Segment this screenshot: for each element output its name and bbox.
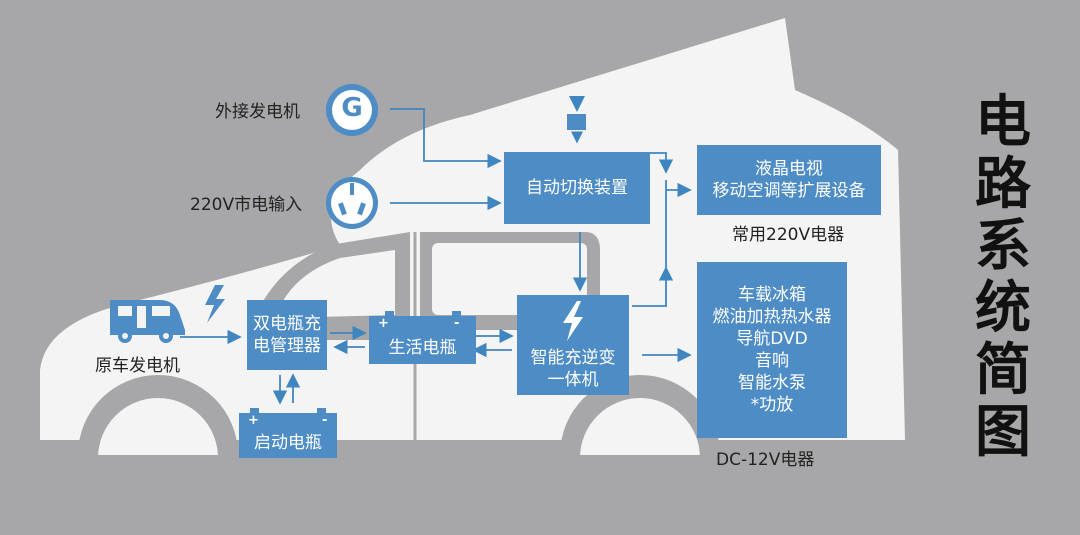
mains-input-label: 220V市电输入 (190, 195, 303, 215)
generator-label: 外接发电机 (215, 102, 300, 122)
power-socket-icon (326, 177, 378, 229)
start-battery-box: 启动电瓶 (239, 413, 337, 458)
minus-terminal: - (322, 413, 328, 428)
lightning-icon (563, 301, 583, 341)
input-module-icon (567, 96, 586, 144)
title-char: 系 (975, 214, 1031, 279)
ac-caption: 常用220V电器 (732, 225, 845, 245)
dc-loads-box: 车载冰箱 燃油加热热水器 导航DVD 音响 智能水泵 *功放 (697, 262, 847, 438)
title-char: 电 (975, 90, 1031, 155)
generator-icon (326, 84, 378, 136)
inverter-charger-box: 智能充逆变 一体机 (517, 295, 629, 395)
dc-load-item: 音响 (755, 351, 789, 371)
auto-switch-box: 自动切换装置 (504, 152, 650, 224)
inverter-label-line: 智能充逆变 (530, 348, 616, 368)
inverter-label-line: 一体机 (547, 370, 599, 390)
generator-icon-letter: G (341, 93, 363, 123)
manager-label-line: 电管理器 (253, 336, 321, 356)
plus-terminal: + (248, 413, 259, 428)
ac-load-item: 移动空调等扩展设备 (712, 181, 866, 201)
plus-terminal: + (378, 316, 389, 331)
minus-terminal: - (454, 316, 460, 331)
title-char: 图 (975, 400, 1031, 465)
vehicle-alternator-label: 原车发电机 (95, 356, 180, 376)
dc-load-item: 智能水泵 (738, 373, 806, 393)
lightning-icon (205, 285, 225, 323)
flow-arrows (180, 108, 692, 405)
house-battery-box: 生活电瓶 (369, 316, 476, 364)
ac-load-item: 液晶电视 (755, 159, 823, 179)
auto-switch-label: 自动切换装置 (526, 178, 628, 198)
house-battery-label: 生活电瓶 (388, 338, 457, 358)
dc-caption: DC-12V电器 (716, 450, 815, 470)
manager-label-line: 双电瓶充 (253, 314, 321, 334)
title-char: 统 (975, 276, 1031, 341)
camper-van-icon (110, 300, 185, 343)
diagram-title: 电 路 系 统 简 图 (968, 92, 1038, 464)
dc-load-item: 燃油加热热水器 (712, 307, 832, 327)
dc-load-item: *功放 (750, 395, 794, 415)
start-battery-label: 启动电瓶 (254, 433, 322, 453)
ac-loads-box: 液晶电视 移动空调等扩展设备 (697, 145, 881, 215)
dual-battery-manager-box: 双电瓶充 电管理器 (247, 300, 327, 370)
title-char: 简 (975, 338, 1031, 403)
dc-load-item: 导航DVD (736, 329, 808, 349)
title-char: 路 (975, 152, 1031, 217)
dc-load-item: 车载冰箱 (738, 285, 806, 305)
